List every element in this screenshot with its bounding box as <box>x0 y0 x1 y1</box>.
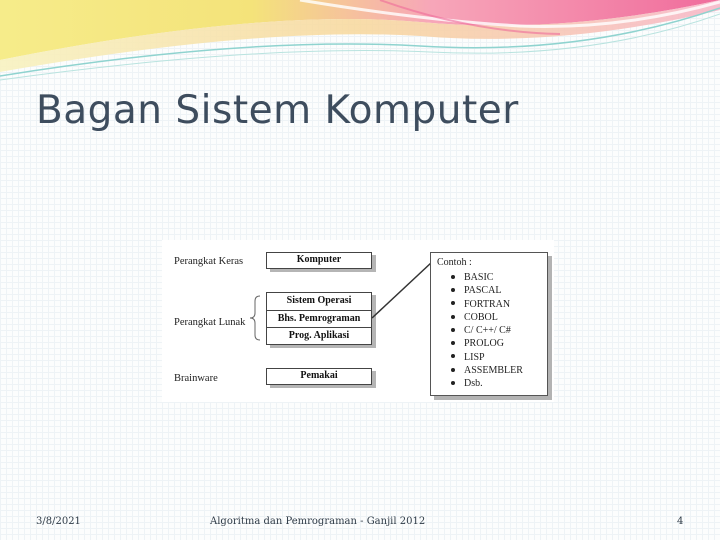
examples-box: Contoh : BASIC PASCAL FORTRAN COBOL C/ C… <box>430 252 548 396</box>
list-item: PASCAL <box>451 284 523 297</box>
example-item: ASSEMBLER <box>464 365 523 376</box>
bullet-icon <box>451 301 455 305</box>
example-item: PASCAL <box>464 285 501 296</box>
slide-title: Bagan Sistem Komputer <box>36 88 519 133</box>
example-item: PROLOG <box>464 338 504 349</box>
list-item: FORTRAN <box>451 298 523 311</box>
bullet-icon <box>451 328 455 332</box>
example-item: LISP <box>464 352 485 363</box>
bullet-icon <box>451 354 455 358</box>
list-item: PROLOG <box>451 337 523 350</box>
decorative-ribbon-header <box>0 0 720 90</box>
list-item: Dsb. <box>451 377 523 390</box>
list-item: LISP <box>451 351 523 364</box>
footer-center-text: Algoritma dan Pemrograman - Ganjil 2012 <box>210 516 425 527</box>
page-number: 4 <box>677 516 683 527</box>
bullet-icon <box>451 341 455 345</box>
list-item: BASIC <box>451 271 523 284</box>
footer-date: 3/8/2021 <box>36 516 81 527</box>
bullet-icon <box>451 381 455 385</box>
example-item: C/ C++/ C# <box>464 325 511 336</box>
bullet-icon <box>451 315 455 319</box>
list-item: C/ C++/ C# <box>451 324 523 337</box>
bullet-icon <box>451 275 455 279</box>
example-item: Dsb. <box>464 378 483 389</box>
examples-list: BASIC PASCAL FORTRAN COBOL C/ C++/ C# PR… <box>451 271 523 391</box>
bullet-icon <box>451 288 455 292</box>
example-item: COBOL <box>464 312 498 323</box>
list-item: ASSEMBLER <box>451 364 523 377</box>
list-item: COBOL <box>451 311 523 324</box>
examples-title: Contoh : <box>437 257 472 268</box>
computer-system-diagram: Perangkat Keras Perangkat Lunak Brainwar… <box>162 240 554 402</box>
bullet-icon <box>451 368 455 372</box>
example-item: BASIC <box>464 272 493 283</box>
example-item: FORTRAN <box>464 299 510 310</box>
